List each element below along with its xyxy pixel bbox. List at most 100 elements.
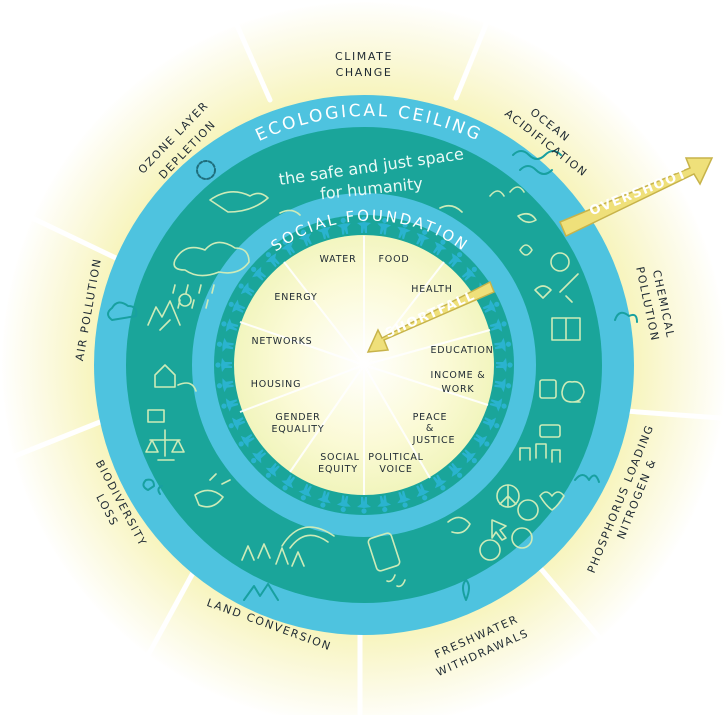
person-figure <box>482 417 500 431</box>
rainbow-doodle <box>281 526 335 549</box>
person-figure <box>317 490 331 508</box>
person-figure <box>216 378 234 393</box>
person-figure <box>377 495 392 513</box>
outer-icons <box>107 150 638 601</box>
peace-symbol <box>499 484 517 508</box>
person-figure <box>238 433 255 448</box>
person-figure <box>416 483 430 501</box>
social-foundation-labels: WATER FOOD HEALTH EDUCATION INCOME & WOR… <box>251 254 493 475</box>
climate-change-label-2: CHANGE <box>336 66 393 79</box>
ear-doodle <box>447 516 471 534</box>
rain-doodle <box>172 284 215 309</box>
scales-doodle <box>145 429 185 461</box>
networks-label: NETWORKS <box>251 336 312 347</box>
ocean-wave-icon <box>512 150 562 160</box>
gender-equality-label-1: GENDER <box>275 412 320 423</box>
band-doodles <box>145 186 585 588</box>
dolphin-doodle <box>209 191 269 213</box>
ocean-wave-icon-2 <box>519 165 553 175</box>
cloud-doodle <box>173 241 250 277</box>
heart-doodle <box>539 491 565 511</box>
phone-doodle <box>367 532 401 572</box>
person-figure <box>265 462 280 478</box>
leaf-doodle <box>519 244 533 256</box>
house-doodle <box>154 364 197 392</box>
income-work-label-1: INCOME & <box>430 370 485 381</box>
pill-doodle <box>534 285 552 299</box>
grass-doodle <box>279 204 463 216</box>
political-voice-label-1: POLITICAL <box>368 452 424 463</box>
air-cloud-icon <box>107 301 138 321</box>
peace-justice-label-1: PEACE <box>413 412 448 423</box>
book-doodle <box>551 317 581 341</box>
banana-doodle <box>517 212 537 224</box>
chemical-icon <box>614 311 638 323</box>
energy-label: ENERGY <box>274 292 317 303</box>
person-figure <box>482 299 500 313</box>
chat-doodle-2 <box>511 527 533 549</box>
person-figure <box>496 358 513 372</box>
food-label: FOOD <box>379 254 410 265</box>
person-figure <box>228 299 246 313</box>
person-figure <box>228 417 246 431</box>
person-figure <box>298 229 312 247</box>
social-equity-label-2: EQUITY <box>318 464 358 475</box>
person-figure <box>357 216 371 233</box>
income-work-label-2: WORK <box>442 384 475 395</box>
bulb-doodle <box>561 380 585 403</box>
person-figure <box>281 474 296 491</box>
inner-dividers <box>239 236 491 495</box>
paw-icon <box>142 478 163 495</box>
person-figure <box>494 337 512 352</box>
person-figure <box>215 358 232 372</box>
person-figure <box>298 483 312 501</box>
sun-doodle <box>178 293 192 307</box>
person-figure <box>448 462 463 478</box>
fruit-doodle <box>489 186 525 197</box>
laptop-doodle <box>147 409 165 423</box>
cursor-doodle <box>491 519 507 541</box>
person-figure <box>216 337 234 352</box>
person-figure <box>397 222 411 240</box>
person-figure <box>251 266 267 281</box>
person-figure <box>265 252 280 268</box>
person-figure <box>461 266 477 281</box>
ozone-icon <box>196 160 216 180</box>
protest-doodle <box>519 443 561 463</box>
person-figure <box>416 229 430 247</box>
person-figure <box>494 378 512 393</box>
person-figure <box>473 433 490 448</box>
peace-justice-label-3: JUSTICE <box>412 435 456 446</box>
gender-equality-label-2: EQUALITY <box>271 424 324 435</box>
person-figure <box>281 239 296 256</box>
chat-doodle-1 <box>479 539 501 561</box>
nitrogen-icon <box>574 474 600 483</box>
person-figure <box>489 398 507 412</box>
person-figure <box>432 239 447 256</box>
handshake-doodle <box>194 473 231 508</box>
land-icon <box>243 583 279 601</box>
card-doodle <box>539 424 561 438</box>
political-voice-label-2: VOICE <box>379 464 412 475</box>
person-figure <box>357 497 371 514</box>
social-equity-label-1: SOCIAL <box>320 452 360 463</box>
mountain-doodle <box>147 300 181 331</box>
peace-justice-label-2: & <box>426 423 434 434</box>
person-figure <box>336 217 351 235</box>
syringe-doodle <box>559 273 579 303</box>
person-figure <box>317 222 331 240</box>
music-doodle <box>386 574 406 588</box>
person-figure <box>377 217 392 235</box>
water-label: WATER <box>319 254 356 265</box>
health-label: HEALTH <box>411 284 452 295</box>
person-figure <box>489 318 507 332</box>
person-figure <box>221 318 239 332</box>
jar-doodle <box>539 379 557 399</box>
housing-label: HOUSING <box>251 379 301 390</box>
person-figure <box>238 282 255 297</box>
person-figure <box>461 449 477 464</box>
chat-doodle-3 <box>517 499 539 521</box>
climate-change-label-1: CLIMATE <box>335 50 393 63</box>
